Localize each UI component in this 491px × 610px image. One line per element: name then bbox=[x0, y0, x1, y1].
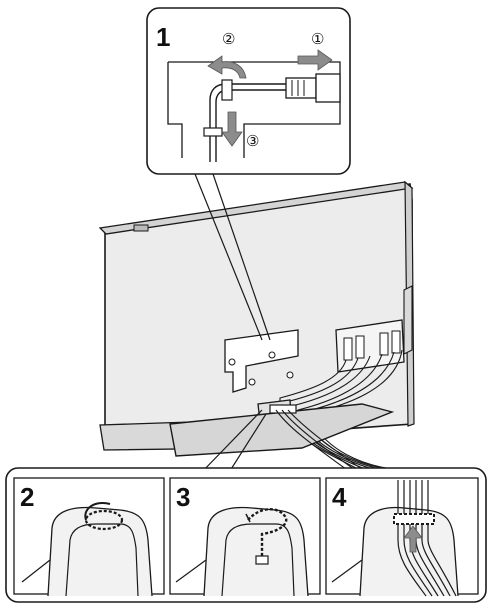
step-3-panel: 3 bbox=[170, 478, 320, 596]
power-plug-head bbox=[316, 74, 340, 102]
step-2-panel: 2 bbox=[14, 478, 164, 596]
screw-hole bbox=[287, 372, 293, 378]
steps-2-4-callout: 2 3 4 bbox=[6, 468, 486, 602]
step-3-number: 3 bbox=[176, 482, 190, 512]
cable-tie-buckle bbox=[256, 556, 268, 564]
connector-panel bbox=[336, 320, 404, 372]
substep-1-label: ① bbox=[311, 31, 324, 48]
step-1-number: 1 bbox=[156, 22, 170, 52]
screw-hole bbox=[269, 352, 275, 358]
screw-hole bbox=[229, 359, 235, 365]
substep-3-label: ③ bbox=[246, 133, 259, 150]
cord-clip bbox=[204, 128, 222, 136]
side-connector-strip bbox=[404, 286, 412, 354]
screw-hole bbox=[249, 379, 255, 385]
step-4-number: 4 bbox=[332, 482, 347, 512]
power-plug-body bbox=[286, 78, 316, 98]
step-2-number: 2 bbox=[20, 482, 34, 512]
cable-tie-tight bbox=[394, 514, 434, 524]
tv-top-button bbox=[134, 225, 148, 231]
cord-holder bbox=[222, 80, 232, 100]
substep-2-label: ② bbox=[222, 31, 235, 48]
step-1-callout: 1 ① ② ③ bbox=[147, 8, 350, 174]
step-4-panel: 4 bbox=[326, 478, 478, 596]
